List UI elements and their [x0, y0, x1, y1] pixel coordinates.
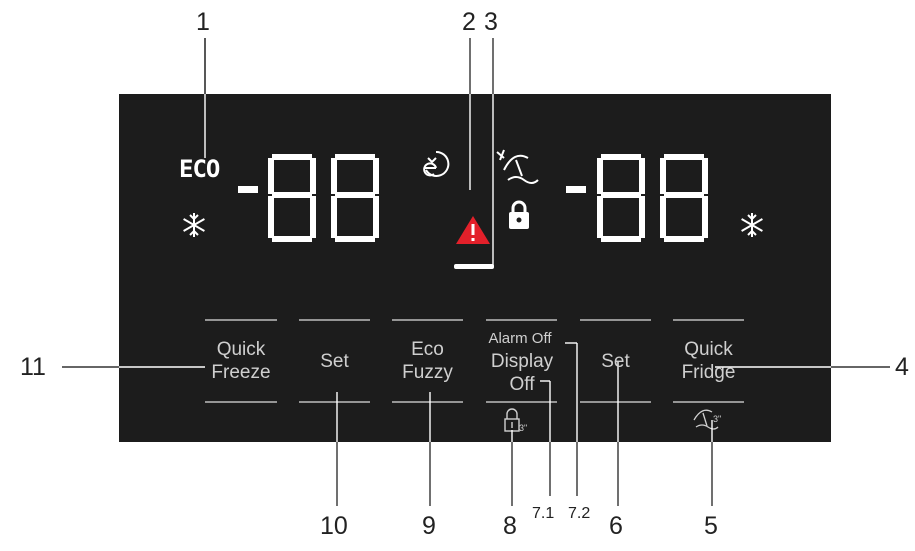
- eco-fuzzy-label-line1: Eco: [411, 339, 444, 360]
- snowflake-icon: [741, 213, 763, 237]
- lock-hold-time: 3": [519, 423, 528, 433]
- right-temperature-display: [566, 154, 708, 242]
- eco-clock-icon: [423, 150, 450, 177]
- snowflake-icon: [183, 213, 205, 237]
- quick-fridge-button[interactable]: Quick Fridge: [673, 338, 744, 384]
- callout-11: 11: [20, 353, 46, 381]
- callout-7-2: 7.2: [568, 505, 591, 522]
- quick-freeze-label-line2: Freeze: [211, 362, 271, 383]
- eco-fuzzy-button[interactable]: Eco Fuzzy: [392, 338, 463, 384]
- vacation-hold-icon: [693, 409, 719, 430]
- callout-1: 1: [196, 8, 210, 36]
- quick-freeze-button[interactable]: Quick Freeze: [205, 338, 277, 384]
- set-left-label: Set: [320, 351, 349, 372]
- eco-indicator: ECO: [179, 155, 220, 183]
- quick-freeze-label-line1: Quick: [216, 339, 266, 360]
- callout-4: 4: [895, 353, 909, 381]
- callout-7-1: 7.1: [532, 505, 555, 522]
- quick-fridge-label-line1: Quick: [684, 339, 733, 360]
- display-off-indicator-bar: [454, 264, 494, 269]
- quick-fridge-label-line2: Fridge: [681, 362, 736, 383]
- display-off-label-line2: Off: [509, 374, 535, 395]
- padlock-hold-icon: [504, 408, 520, 432]
- set-left-button[interactable]: Set: [299, 350, 370, 373]
- vacation-hold-time: 3": [713, 414, 722, 424]
- display-off-label-line1: Display: [490, 351, 554, 372]
- eco-fuzzy-label-line2: Fuzzy: [402, 362, 453, 383]
- callout-2: 2: [462, 8, 476, 36]
- set-right-label: Set: [601, 351, 630, 372]
- alarm-off-label: Alarm Off: [488, 330, 552, 347]
- callout-leaders-outside: [62, 38, 890, 506]
- set-right-button[interactable]: Set: [580, 350, 651, 373]
- callout-10: 10: [320, 512, 348, 540]
- callout-8: 8: [503, 512, 517, 540]
- callout-9: 9: [422, 512, 436, 540]
- left-temperature-display: [238, 154, 379, 242]
- callout-5: 5: [704, 512, 718, 540]
- button-dividers: [205, 319, 744, 403]
- callout-6: 6: [609, 512, 623, 540]
- display-off-button[interactable]: Display Off: [482, 350, 562, 396]
- vacation-umbrella-icon: [496, 149, 539, 184]
- warning-icon: [456, 216, 490, 244]
- callout-3: 3: [484, 8, 498, 36]
- lock-icon: [509, 200, 529, 229]
